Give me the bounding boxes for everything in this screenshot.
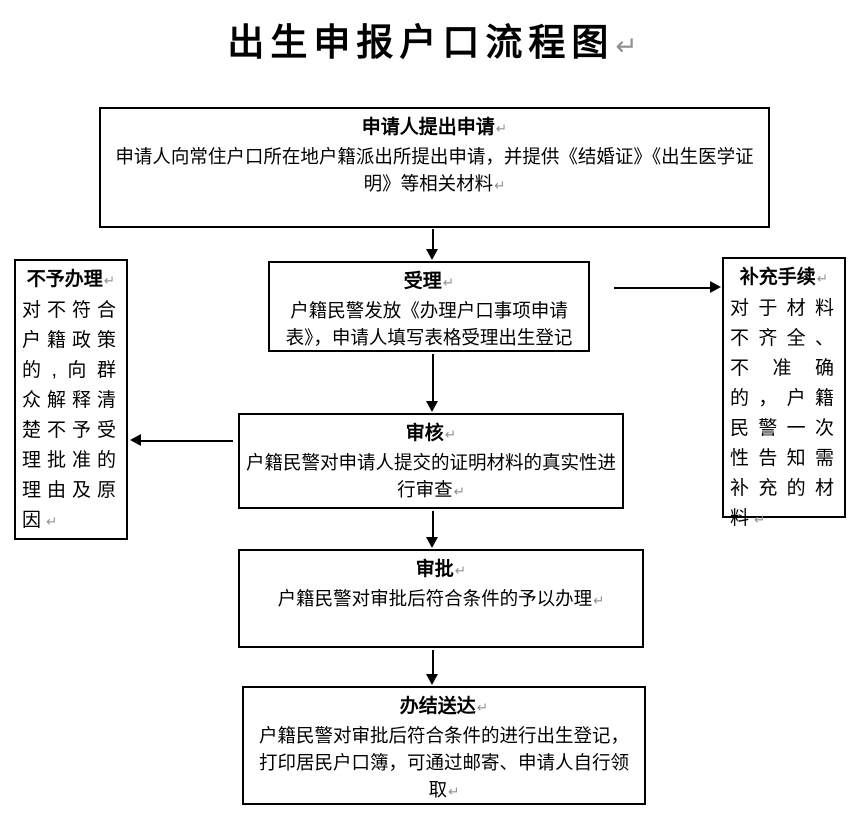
arrow-apply-to-accept xyxy=(425,229,441,260)
return-mark-icon: ↵ xyxy=(494,178,506,193)
supplement-body-text: 对于材料不齐全、不准确的，户籍民警一次性告知需补充的材料 xyxy=(730,298,838,529)
return-mark-icon: ↵ xyxy=(454,563,467,578)
arrow-review-to-approve xyxy=(425,511,441,548)
accept-title-text: 受理 xyxy=(403,271,442,292)
approve-title-text: 审批 xyxy=(415,559,454,580)
deliver-body-text: 户籍民警对审批后符合条件的进行出生登记，打印居民户口簿，可通过邮寄、申请人自行领… xyxy=(258,725,629,800)
return-mark-icon: ↵ xyxy=(754,512,766,527)
arrow-shaft xyxy=(432,511,434,538)
arrow-down-icon xyxy=(426,401,438,412)
arrow-left-icon xyxy=(130,434,141,446)
arrow-shaft xyxy=(432,229,434,250)
review-title-text: 审核 xyxy=(405,423,444,444)
return-mark-icon: ↵ xyxy=(476,700,489,715)
flow-box-reject: 不予办理↵ 对不符合户籍政策的,向群众解释清楚不予受理批准的理由及原因↵ xyxy=(14,259,128,540)
return-mark-icon: ↵ xyxy=(442,275,455,290)
supplement-box-body: 对于材料不齐全、不准确的，户籍民警一次性告知需补充的材料↵ xyxy=(724,294,844,535)
arrow-shaft xyxy=(432,650,434,675)
review-body-text: 户籍民警对申请人提交的证明材料的真实性进行审查 xyxy=(246,452,617,500)
arrow-right-icon xyxy=(710,281,721,293)
arrow-down-icon xyxy=(426,249,438,260)
accept-body-text: 户籍民警发放《办理户口事项申请表》，申请人填写表格受理出生登记 xyxy=(285,300,573,348)
arrow-review-to-reject xyxy=(130,433,233,449)
return-mark-icon: ↵ xyxy=(453,484,465,499)
approve-body-text: 户籍民警对审批后符合条件的予以办理 xyxy=(277,588,593,609)
return-mark-icon: ↵ xyxy=(615,31,638,61)
return-mark-icon: ↵ xyxy=(444,427,457,442)
apply-body-text: 申请人向常住户口所在地户籍派出所提出申请，并提供《结婚证》《出生医学证明》等相关… xyxy=(115,146,754,194)
arrow-shaft xyxy=(432,354,434,402)
return-mark-icon: ↵ xyxy=(448,784,460,799)
page-title-text: 出生申报户口流程图 xyxy=(227,23,615,64)
return-mark-icon: ↵ xyxy=(593,593,605,608)
deliver-title-text: 办结送达 xyxy=(399,696,476,717)
deliver-box-title: 办结送达↵ xyxy=(244,688,644,722)
reject-body-text: 对不符合户籍政策的,向群众解释清楚不予受理批准的理由及原因 xyxy=(22,300,120,531)
return-mark-icon: ↵ xyxy=(103,273,116,288)
arrow-accept-to-supplement xyxy=(614,280,721,296)
flow-box-approve: 审批↵ 户籍民警对审批后符合条件的予以办理↵ xyxy=(238,549,644,648)
reject-box-title: 不予办理↵ xyxy=(16,261,126,296)
deliver-box-body: 户籍民警对审批后符合条件的进行出生登记，打印居民户口簿，可通过邮寄、申请人自行领… xyxy=(244,722,644,805)
arrow-approve-to-deliver xyxy=(425,650,441,685)
return-mark-icon: ↵ xyxy=(46,514,58,529)
flow-box-deliver: 办结送达↵ 户籍民警对审批后符合条件的进行出生登记，打印居民户口簿，可通过邮寄、… xyxy=(242,686,646,805)
arrow-shaft xyxy=(140,440,233,442)
accept-box-title: 受理↵ xyxy=(270,263,588,297)
arrow-shaft xyxy=(614,287,711,289)
review-box-title: 审核↵ xyxy=(240,415,622,449)
arrow-down-icon xyxy=(426,537,438,548)
reject-title-text: 不予办理 xyxy=(26,269,103,290)
return-mark-icon: ↵ xyxy=(816,271,829,286)
supplement-title-text: 补充手续 xyxy=(739,267,816,288)
flow-box-supplement: 补充手续↵ 对于材料不齐全、不准确的，户籍民警一次性告知需补充的材料↵ xyxy=(722,257,846,529)
arrow-down-icon xyxy=(426,674,438,685)
supplement-box-title: 补充手续↵ xyxy=(724,259,844,294)
return-mark-icon: ↵ xyxy=(495,121,508,136)
accept-box-body: 户籍民警发放《办理户口事项申请表》，申请人填写表格受理出生登记 xyxy=(270,297,588,351)
flow-box-accept: 受理↵ 户籍民警发放《办理户口事项申请表》，申请人填写表格受理出生登记 xyxy=(268,261,590,352)
approve-box-title: 审批↵ xyxy=(240,551,642,585)
approve-box-body: 户籍民警对审批后符合条件的予以办理↵ xyxy=(240,585,642,614)
apply-box-title: 申请人提出申请↵ xyxy=(101,109,768,143)
flow-box-review: 审核↵ 户籍民警对申请人提交的证明材料的真实性进行审查↵ xyxy=(238,413,624,509)
flow-box-apply: 申请人提出申请↵ 申请人向常住户口所在地户籍派出所提出申请，并提供《结婚证》《出… xyxy=(99,107,770,228)
apply-title-text: 申请人提出申请 xyxy=(361,117,495,138)
arrow-accept-to-review xyxy=(425,354,441,412)
review-box-body: 户籍民警对申请人提交的证明材料的真实性进行审查↵ xyxy=(240,449,622,505)
apply-box-body: 申请人向常住户口所在地户籍派出所提出申请，并提供《结婚证》《出生医学证明》等相关… xyxy=(101,143,768,199)
reject-box-body: 对不符合户籍政策的,向群众解释清楚不予受理批准的理由及原因↵ xyxy=(16,296,126,537)
page-title: 出生申报户口流程图↵ xyxy=(0,12,865,66)
